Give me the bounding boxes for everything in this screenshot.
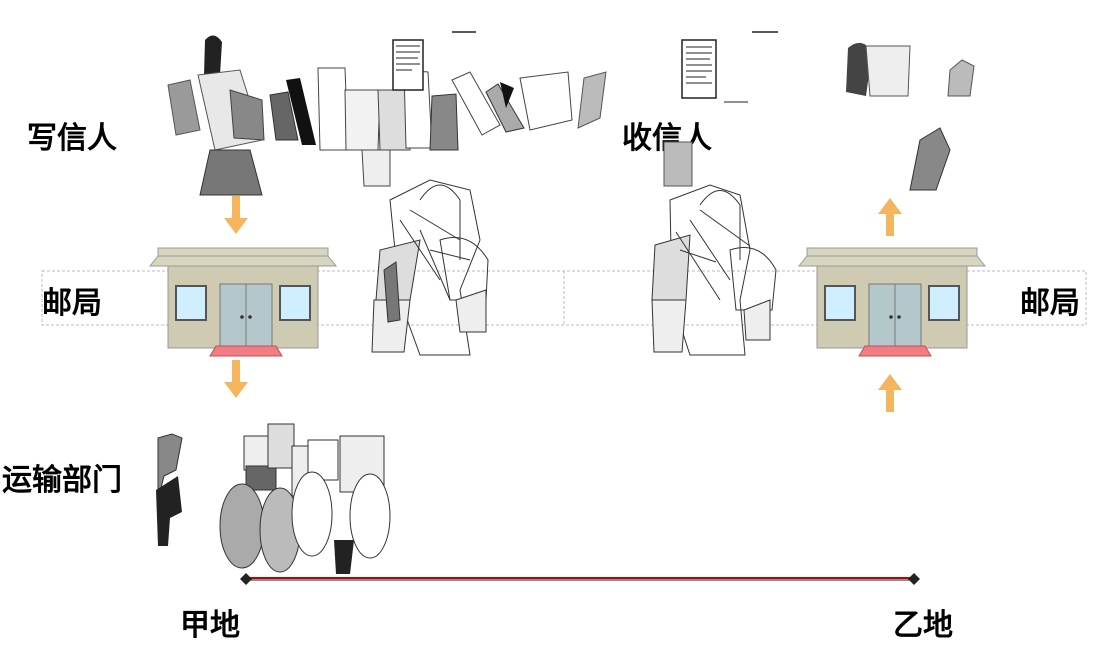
truck-icon [156,424,390,574]
arrow-down-icon [224,196,248,234]
route-line [240,573,920,585]
post-office-icon [799,248,985,356]
arrow-down-icon [224,360,248,398]
arrow-up-icon [878,198,902,236]
mail-carrier-icon [372,180,488,355]
person-writing-icon [168,35,606,195]
mail-carrier-icon [652,185,776,355]
person-reading-icon [846,43,974,190]
post-office-icon [150,248,336,356]
arrow-up-icon [878,374,902,412]
